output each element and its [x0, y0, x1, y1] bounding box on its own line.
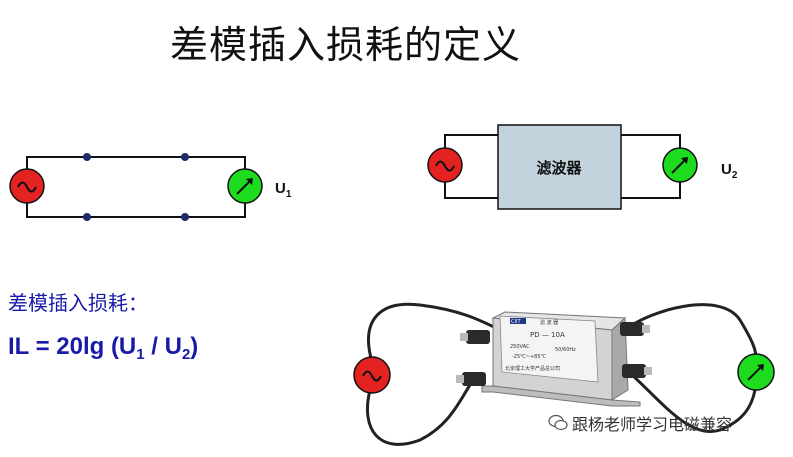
page-title: 差模插入损耗的定义: [170, 23, 522, 67]
brand-text: CIIT: [511, 319, 521, 325]
junction-dot: [181, 213, 189, 221]
u2-label: U2: [721, 161, 738, 181]
photo-wire: [631, 373, 757, 434]
ac-source-icon: [9, 168, 45, 204]
spec-text: -25℃~+85℃: [512, 354, 547, 360]
filter-body-side: [611, 316, 629, 401]
formula-end: ): [190, 333, 199, 360]
photo-wire: [365, 384, 472, 446]
right-circuit: 滤波器 U2: [427, 124, 738, 210]
formula-sub1: 1: [136, 346, 145, 363]
ac-source-icon: [427, 147, 463, 183]
left-circuit: U1: [9, 153, 292, 221]
filter-photo-text: 滤 波 器: [540, 319, 558, 326]
left-top-wire: [26, 156, 246, 172]
photo-wire: [624, 303, 758, 356]
watermark: 跟杨老师学习电磁兼容: [548, 411, 732, 435]
filter-box: [497, 124, 622, 210]
junction-dot: [83, 153, 91, 161]
terminal-icon: [460, 330, 490, 344]
model-text: PD — 10A: [530, 331, 565, 339]
spec-text: 250VAC: [510, 344, 530, 350]
filter-bracket: [481, 385, 641, 407]
junction-dot: [181, 153, 189, 161]
brand-badge: [510, 318, 526, 324]
formula-mid: / U: [144, 333, 182, 360]
spec-text: 50/60Hz: [555, 347, 576, 353]
terminal-icon: [456, 372, 486, 386]
left-bottom-wire: [26, 201, 246, 218]
insertion-loss-formula: IL = 20lg (U1 / U2): [8, 333, 198, 363]
voltmeter-icon: [662, 147, 698, 183]
terminal-icon: [620, 322, 650, 336]
wechat-icon: [548, 414, 568, 431]
maker-text: 北京理工大学产品总公司: [505, 365, 560, 372]
u1-label: U1: [275, 180, 292, 200]
voltmeter-icon: [737, 353, 775, 391]
photo-wire: [367, 302, 501, 363]
junction-dot: [83, 213, 91, 221]
ac-source-icon: [353, 356, 391, 394]
filter-label: 滤波器: [536, 159, 582, 177]
formula-lhs: IL = 20lg (U: [8, 333, 137, 360]
watermark-text: 跟杨老师学习电磁兼容: [572, 415, 733, 434]
definition-label: 差模插入损耗：: [8, 291, 148, 315]
filter-photo: CIIT 滤 波 器 PD — 10A 250VAC 50/60Hz -25℃~…: [353, 302, 775, 446]
filter-nameplate: [499, 315, 599, 383]
formula-sub2: 2: [181, 346, 191, 363]
voltmeter-icon: [227, 168, 263, 204]
terminal-icon: [622, 364, 652, 378]
